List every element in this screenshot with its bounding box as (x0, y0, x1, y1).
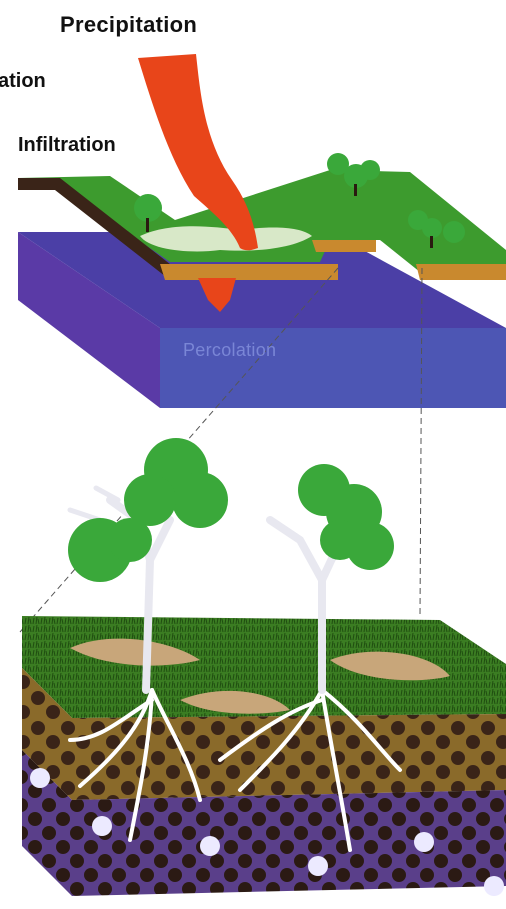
evaporation-label: ation (0, 70, 46, 93)
soil-strip-far (416, 264, 506, 280)
pore-circle (200, 836, 220, 856)
precipitation-label: Precipitation (60, 12, 197, 38)
pore-circle (414, 832, 434, 852)
pore-circle (484, 876, 504, 896)
pore-circle (92, 816, 112, 836)
percolation-label: Percolation (183, 340, 276, 361)
soil-strip-right (312, 240, 376, 252)
pore-circle (30, 768, 50, 788)
soil-strip-front (160, 264, 338, 280)
infiltration-label: Infiltration (18, 134, 116, 157)
soil-cross-section (22, 616, 506, 896)
pore-circle (308, 856, 328, 876)
